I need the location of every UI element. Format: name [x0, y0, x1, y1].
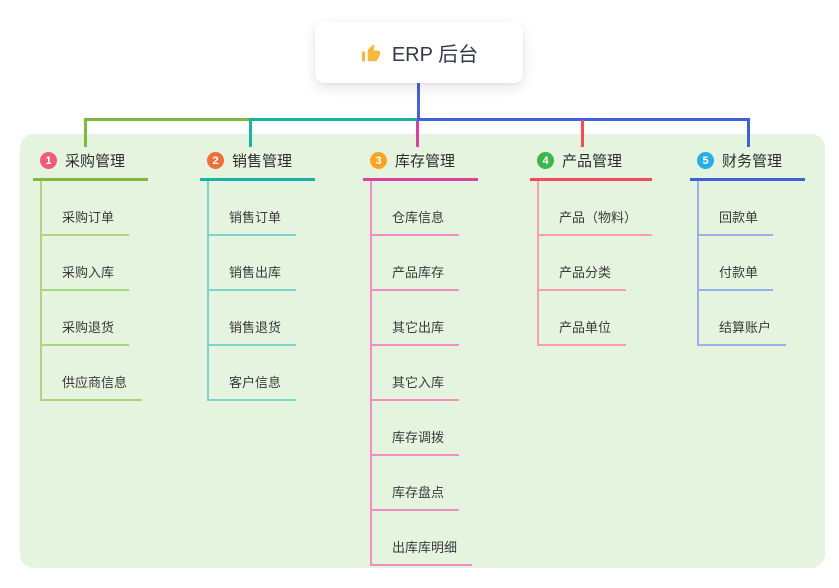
branch-number-badge: 2: [207, 152, 224, 169]
child-label: 产品单位: [539, 317, 627, 346]
child-node[interactable]: 其它出库: [372, 291, 478, 346]
branch-header[interactable]: 5 财务管理: [690, 146, 805, 181]
child-node[interactable]: 产品分类: [539, 236, 652, 291]
child-node[interactable]: 结算账户: [699, 291, 805, 346]
child-label: 出库库明细: [372, 537, 473, 566]
branch-title: 库存管理: [395, 153, 456, 170]
branch-children: 产品（物料） 产品分类产品单位: [537, 181, 653, 346]
child-label: 产品分类: [539, 262, 627, 291]
root-node[interactable]: ERP 后台: [315, 22, 523, 83]
branch-1: 1 采购管理 采购订单采购入库采购退货供应商信息: [33, 146, 148, 401]
connector-drop-branch-1: [84, 118, 87, 147]
branch-3: 3 库存管理 仓库信息产品库存其它出库其它入库库存调拨库存盘点出库库明细: [363, 146, 478, 566]
connector-bus-branch-5: [417, 118, 750, 121]
connector-drop-branch-4: [581, 120, 584, 147]
branch-title: 财务管理: [722, 153, 783, 170]
child-node[interactable]: 销售订单: [209, 181, 315, 236]
child-label: 付款单: [699, 262, 774, 291]
branch-header[interactable]: 3 库存管理: [363, 146, 478, 181]
branch-title: 销售管理: [232, 153, 293, 170]
child-label: 产品（物料）: [539, 207, 653, 236]
child-node[interactable]: 出库库明细: [372, 511, 478, 566]
connector-bus-branch-1: [84, 118, 252, 121]
mindmap-background-panel: [20, 134, 825, 568]
branch-header[interactable]: 2 销售管理: [200, 146, 315, 181]
child-node[interactable]: 回款单: [699, 181, 805, 236]
child-label: 采购订单: [42, 207, 130, 236]
child-label: 销售出库: [209, 262, 297, 291]
child-label: 客户信息: [209, 372, 297, 401]
branch-header[interactable]: 1 采购管理: [33, 146, 148, 181]
child-node[interactable]: 库存调拨: [372, 401, 478, 456]
branch-2: 2 销售管理 销售订单销售出库销售退货客户信息: [200, 146, 315, 401]
branch-number-badge: 4: [537, 152, 554, 169]
child-node[interactable]: 采购退货: [42, 291, 148, 346]
child-label: 仓库信息: [372, 207, 460, 236]
child-node[interactable]: 供应商信息: [42, 346, 148, 401]
child-label: 销售退货: [209, 317, 297, 346]
child-node[interactable]: 产品单位: [539, 291, 652, 346]
child-node[interactable]: 销售退货: [209, 291, 315, 346]
connector-drop-branch-2: [249, 118, 252, 147]
branch-number-badge: 5: [697, 152, 714, 169]
branch-header[interactable]: 4 产品管理: [530, 146, 653, 181]
child-label: 其它出库: [372, 317, 460, 346]
connector-drop-branch-3: [416, 120, 419, 147]
child-node[interactable]: 库存盘点: [372, 456, 478, 511]
child-label: 供应商信息: [42, 372, 143, 401]
child-node[interactable]: 产品库存: [372, 236, 478, 291]
child-node[interactable]: 仓库信息: [372, 181, 478, 236]
branch-number-badge: 3: [370, 152, 387, 169]
child-node[interactable]: 客户信息: [209, 346, 315, 401]
branch-children: 采购订单采购入库采购退货供应商信息: [40, 181, 148, 401]
branch-children: 销售订单销售出库销售退货客户信息: [207, 181, 315, 401]
child-label: 结算账户: [699, 317, 787, 346]
child-node[interactable]: 其它入库: [372, 346, 478, 401]
child-node[interactable]: 产品（物料）: [539, 181, 653, 236]
child-label: 销售订单: [209, 207, 297, 236]
root-title: ERP 后台: [391, 44, 479, 66]
child-node[interactable]: 采购订单: [42, 181, 148, 236]
child-label: 库存盘点: [372, 482, 460, 511]
branch-children: 回款单付款单结算账户: [697, 181, 805, 346]
child-label: 采购退货: [42, 317, 130, 346]
branch-title: 采购管理: [65, 153, 126, 170]
branch-4: 4 产品管理 产品（物料） 产品分类产品单位: [530, 146, 653, 346]
child-label: 库存调拨: [372, 427, 460, 456]
child-label: 其它入库: [372, 372, 460, 401]
connector-bus-branch-2: [249, 118, 420, 121]
child-node[interactable]: 付款单: [699, 236, 805, 291]
child-node[interactable]: 采购入库: [42, 236, 148, 291]
connector-drop-branch-5: [747, 118, 750, 147]
branch-title: 产品管理: [562, 153, 623, 170]
branch-5: 5 财务管理 回款单付款单结算账户: [690, 146, 805, 346]
branch-children: 仓库信息产品库存其它出库其它入库库存调拨库存盘点出库库明细: [370, 181, 478, 566]
branch-number-badge: 1: [40, 152, 57, 169]
child-node[interactable]: 销售出库: [209, 236, 315, 291]
child-label: 采购入库: [42, 262, 130, 291]
child-label: 产品库存: [372, 262, 460, 291]
thumbs-up-icon: [360, 42, 382, 64]
child-label: 回款单: [699, 207, 774, 236]
connector-root-vertical: [417, 82, 420, 119]
